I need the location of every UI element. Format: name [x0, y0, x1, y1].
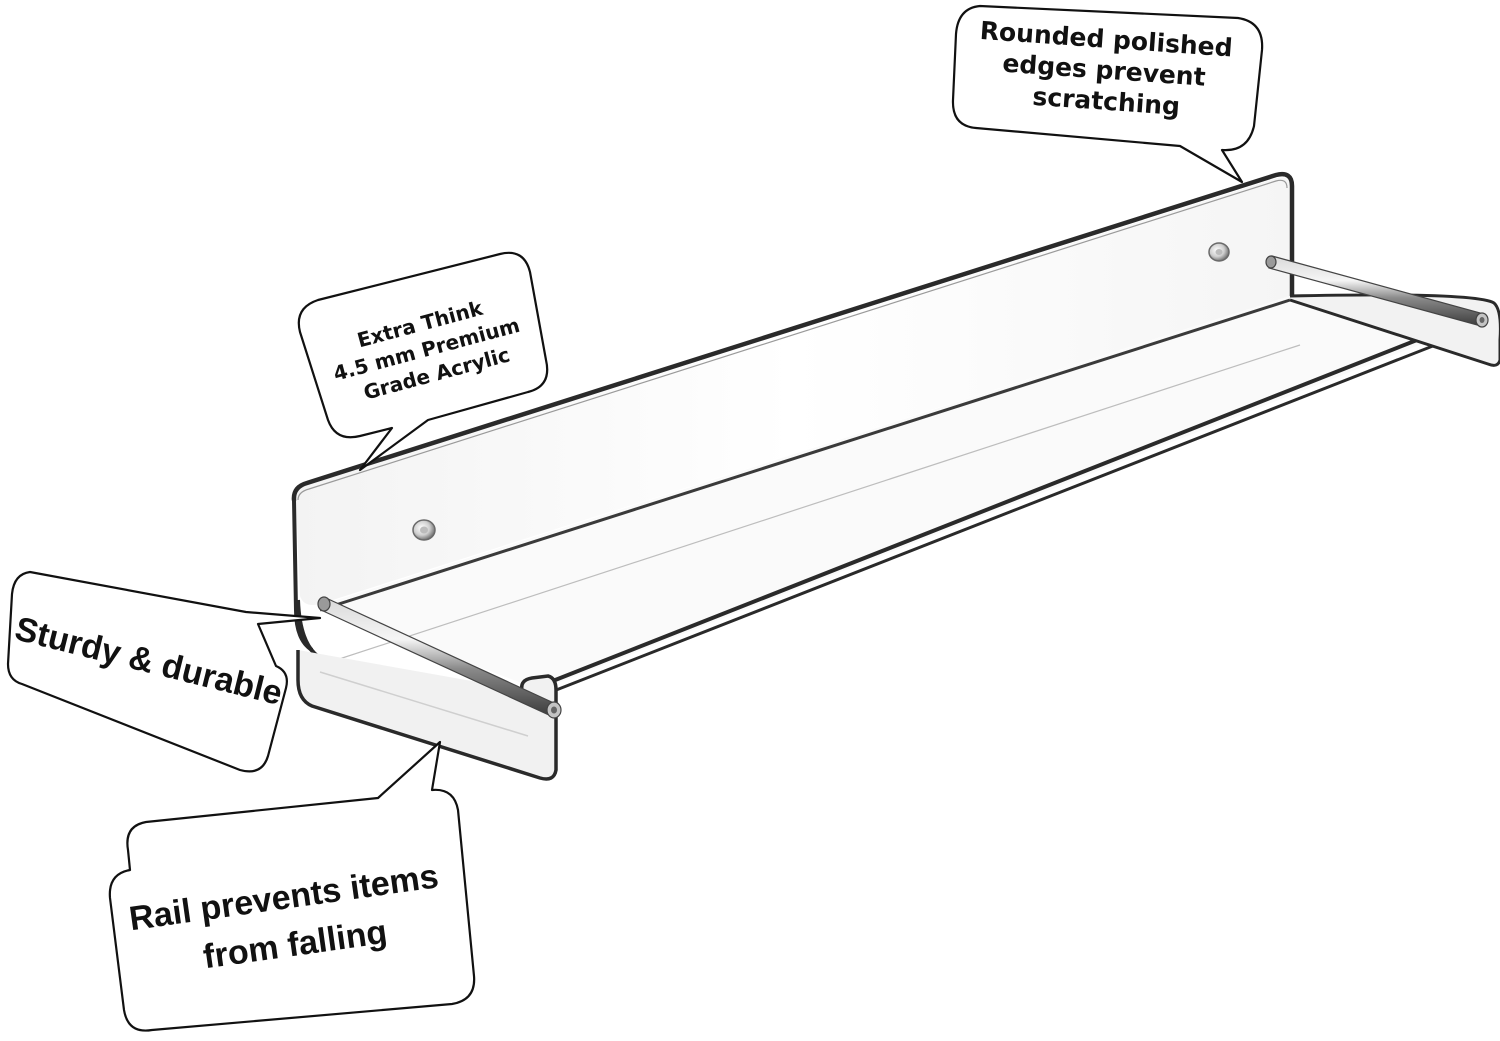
shelf-back-panel [296, 177, 1290, 605]
callout-sturdy: Sturdy & durable [6, 570, 322, 773]
shelf-base-surface [318, 296, 1488, 690]
speech-bubble-bottom [108, 740, 476, 1032]
shelf-front-edge [539, 310, 1489, 688]
rail-rod-right [1265, 255, 1489, 328]
speech-bubble-middle-left [297, 251, 549, 472]
callout-rounded-edges: Rounded polished edges prevent scratchin… [951, 4, 1264, 184]
wall-screw-left [412, 519, 436, 541]
shelf-back-top-edge [291, 171, 1295, 503]
acrylic-shelf [291, 171, 1500, 781]
shelf-left-end-cap [296, 650, 558, 781]
callout-rail-prevents-falling: Rail prevents items from falling [108, 740, 476, 1032]
rail-rod-left [317, 596, 562, 719]
wall-screw-right [1208, 242, 1230, 262]
speech-bubble-left [6, 570, 322, 773]
speech-bubble-top-right [951, 4, 1264, 184]
callout-premium-acrylic: Extra Think 4.5 mm Premium Grade Acrylic [297, 251, 549, 472]
